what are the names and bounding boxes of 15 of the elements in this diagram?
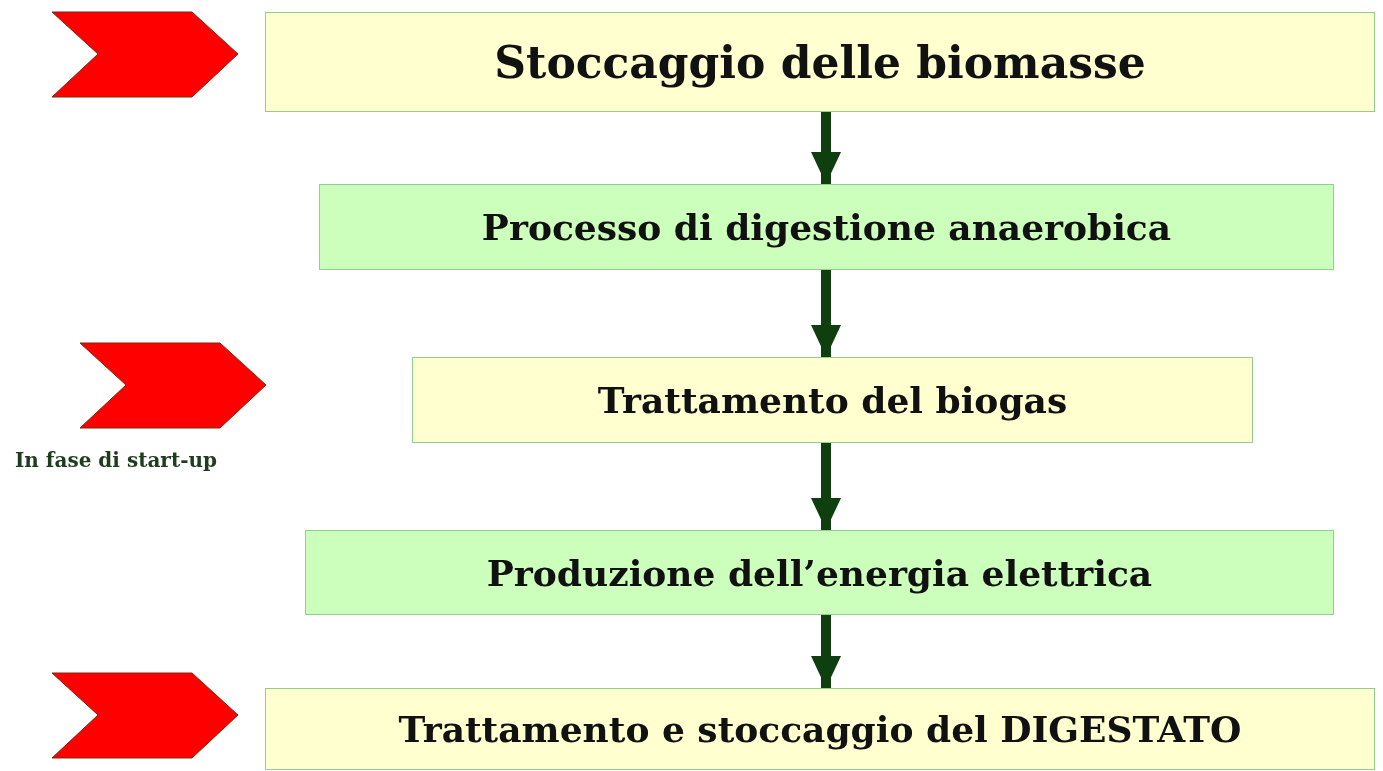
box-text: Trattamento del biogas (597, 379, 1068, 421)
arrow (811, 112, 841, 184)
box-text: Stoccaggio delle biomasse (494, 36, 1146, 88)
arrow (811, 443, 841, 530)
note-text: In fase di start-up (15, 448, 217, 472)
process-box (265, 12, 1375, 112)
arrow (811, 615, 841, 688)
box-text: Produzione dell’energia elettrica (486, 551, 1153, 594)
arrow (811, 270, 841, 357)
box-text: Processo di digestione anaerobica (481, 206, 1172, 248)
process-box (265, 688, 1375, 770)
process-box (319, 184, 1334, 270)
process-box (305, 530, 1334, 615)
box-text: Trattamento e stoccaggio del DIGESTATO (398, 708, 1242, 750)
process-box (412, 357, 1253, 443)
